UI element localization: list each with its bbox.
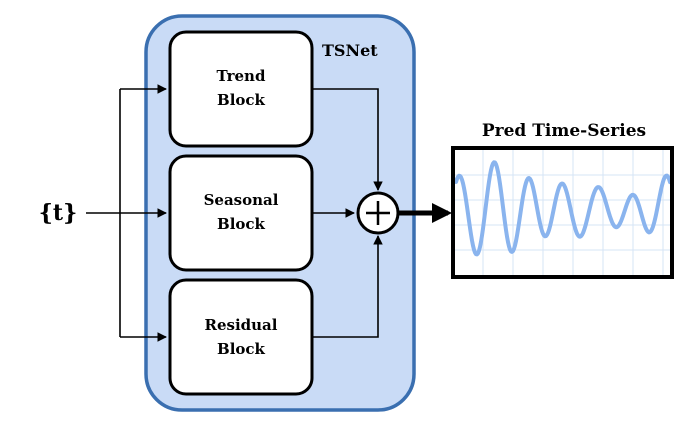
sum-node	[356, 191, 400, 235]
seasonal-block-label-2: Block	[217, 215, 266, 233]
seasonal-block-label-1: Seasonal	[204, 191, 279, 209]
tsnet-title: TSNet	[322, 41, 378, 60]
trend-block-label-2: Block	[217, 91, 266, 109]
pred-series-line	[455, 160, 670, 257]
residual-block-label-1: Residual	[205, 316, 278, 334]
pred-plot	[451, 146, 674, 279]
residual-block: Residual Block	[168, 278, 314, 396]
block-output-connectors	[312, 88, 383, 338]
pred-title: Pred Time-Series	[482, 121, 646, 141]
pred-grid	[455, 150, 670, 275]
input-label: {t}	[39, 200, 77, 226]
trend-block-label-1: Trend	[217, 67, 266, 85]
residual-block-label-2: Block	[217, 340, 266, 358]
seasonal-block: Seasonal Block	[168, 154, 314, 272]
trend-block: Trend Block	[168, 30, 314, 148]
input-connectors	[86, 84, 167, 342]
